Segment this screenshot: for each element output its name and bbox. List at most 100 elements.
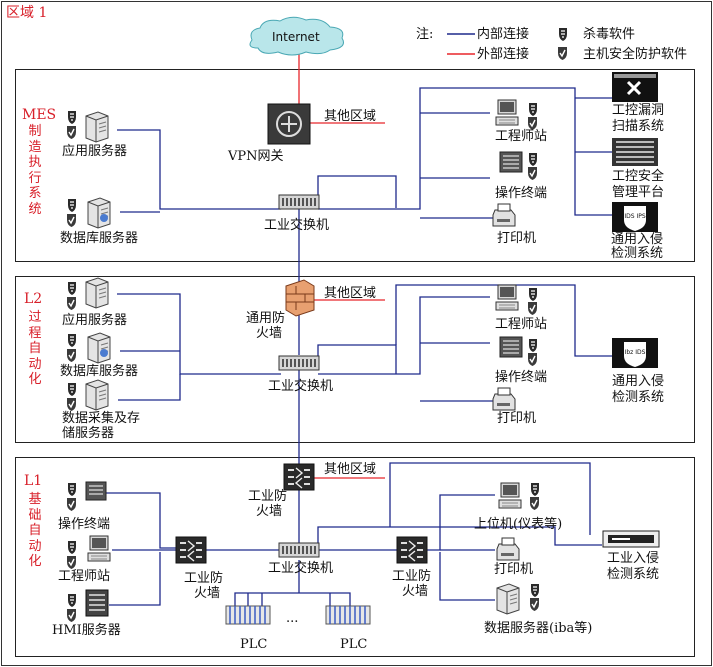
l2-other-zone-label: 其他区域 bbox=[324, 286, 377, 301]
mes-db-server-icon bbox=[87, 197, 111, 229]
antivirus-icon bbox=[67, 382, 77, 397]
antivirus-icon bbox=[67, 198, 77, 213]
l1-fw-left-label-2: 火墙 bbox=[194, 586, 221, 601]
antivirus-icon bbox=[530, 482, 540, 497]
l2-printer-label: 打印机 bbox=[497, 411, 537, 426]
l2-vertical-title: 过程自动化 bbox=[28, 310, 42, 387]
internal-links bbox=[106, 87, 612, 610]
vuln-scan-label-2: 扫描系统 bbox=[612, 119, 665, 134]
mes-app-server-label: 应用服务器 bbox=[62, 144, 128, 159]
vpn-gateway-icon bbox=[267, 103, 311, 145]
vuln-scan-label-1: 工控漏洞 bbox=[612, 103, 665, 118]
l1-op-terminal-label: 操作终端 bbox=[58, 517, 111, 532]
antivirus-icon bbox=[528, 102, 538, 117]
antivirus-icon bbox=[528, 152, 538, 167]
l1-fw-right-label-2: 火墙 bbox=[402, 584, 429, 599]
antivirus-icon bbox=[530, 583, 540, 598]
l2-ids-icon-text: Ibz IDS bbox=[625, 349, 646, 356]
l2-eng-station-icon bbox=[495, 284, 519, 311]
plc-icon bbox=[325, 605, 371, 625]
l2-section-box bbox=[15, 276, 695, 443]
mes-ids-label-2: 检测系统 bbox=[611, 246, 664, 261]
host-security-icon bbox=[527, 301, 538, 316]
host-security-icon bbox=[527, 352, 538, 367]
host-security-icon bbox=[529, 496, 540, 511]
mes-printer-label: 打印机 bbox=[497, 231, 537, 246]
l1-data-server-icon bbox=[496, 583, 520, 615]
legend-antivirus-icon bbox=[558, 27, 568, 42]
l1-eng-station-icon bbox=[87, 535, 111, 562]
internet-cloud-icon bbox=[249, 16, 344, 56]
legend-host-security-icon bbox=[557, 46, 568, 61]
antivirus-icon bbox=[528, 338, 538, 353]
legend-external-label: 外部连接 bbox=[477, 47, 530, 62]
l1-fw-top-label-1: 工业防 bbox=[248, 489, 288, 504]
security-mgmt-platform-icon bbox=[612, 138, 658, 166]
l2-ids-label-2: 检测系统 bbox=[612, 390, 665, 405]
l2-ids-label-1: 通用入侵 bbox=[612, 374, 665, 389]
mgmt-platform-label-1: 工控安全 bbox=[612, 169, 665, 184]
l1-industrial-firewall-top-icon bbox=[283, 463, 315, 491]
host-security-icon bbox=[66, 125, 77, 140]
plc-ellipsis: ... bbox=[286, 611, 299, 626]
l1-upper-pc-label: 上位机(仪表等) bbox=[474, 517, 563, 532]
l2-op-terminal-icon bbox=[499, 336, 523, 358]
l1-industrial-firewall-left-icon bbox=[175, 536, 207, 564]
mes-switch-icon bbox=[278, 194, 320, 210]
legend-note-label: 注: bbox=[416, 27, 434, 42]
l1-printer-icon bbox=[496, 537, 520, 561]
l1-industrial-ids-icon bbox=[602, 530, 660, 548]
plc-icon bbox=[225, 605, 271, 625]
l1-fw-left-label-1: 工业防 bbox=[184, 571, 224, 586]
l1-switch-label: 工业交换机 bbox=[268, 561, 334, 576]
l2-op-terminal-label: 操作终端 bbox=[495, 370, 548, 385]
legend-antivirus-label: 杀毒软件 bbox=[583, 27, 636, 42]
host-security-icon bbox=[66, 296, 77, 311]
host-security-icon bbox=[66, 555, 77, 570]
host-security-icon bbox=[66, 397, 77, 412]
l2-title: L2 bbox=[24, 291, 43, 307]
l1-switch-icon bbox=[278, 542, 320, 558]
host-security-icon bbox=[66, 348, 77, 363]
mes-op-terminal-label: 操作终端 bbox=[495, 186, 548, 201]
mes-op-terminal-icon bbox=[499, 151, 523, 173]
antivirus-icon bbox=[67, 281, 77, 296]
l1-printer-label: 打印机 bbox=[494, 562, 534, 577]
l1-upper-pc-icon bbox=[498, 482, 522, 509]
l1-op-terminal-icon bbox=[85, 481, 107, 501]
mes-vertical-title: 制造执行系统 bbox=[28, 124, 42, 217]
l1-fw-top-label-2: 火墙 bbox=[256, 504, 283, 519]
l2-ids-icon: Ibz IDS bbox=[612, 338, 658, 368]
l1-other-zone-label: 其他区域 bbox=[324, 462, 377, 477]
plc-label-right: PLC bbox=[340, 637, 368, 652]
l1-section-box bbox=[15, 457, 695, 657]
l2-daq-label-2: 储服务器 bbox=[62, 426, 115, 441]
host-security-icon bbox=[66, 497, 77, 512]
host-security-icon bbox=[66, 608, 77, 623]
antivirus-icon bbox=[67, 482, 77, 497]
l1-hmi-label: HMI服务器 bbox=[52, 623, 121, 638]
mes-ids-icon: IDS IPS bbox=[612, 202, 658, 232]
l1-ids-label-2: 检测系统 bbox=[607, 567, 660, 582]
external-links bbox=[298, 50, 385, 479]
l2-daq-server-icon bbox=[85, 379, 109, 411]
l1-vertical-title: 基础自动化 bbox=[28, 492, 42, 569]
legend-internal-label: 内部连接 bbox=[477, 27, 530, 42]
l2-app-server-icon bbox=[85, 277, 109, 309]
host-security-icon bbox=[529, 597, 540, 612]
mes-printer-icon bbox=[492, 203, 516, 227]
host-security-icon bbox=[66, 213, 77, 228]
vuln-scanner-icon bbox=[612, 72, 658, 102]
l1-ids-label-1: 工业入侵 bbox=[607, 551, 660, 566]
l1-hmi-server-icon bbox=[85, 589, 109, 617]
db-marker-icon bbox=[100, 349, 108, 357]
db-marker-icon bbox=[100, 214, 108, 222]
l1-fw-right-label-1: 工业防 bbox=[392, 569, 432, 584]
l1-data-server-label: 数据服务器(iba等) bbox=[484, 621, 593, 636]
l2-general-firewall-icon bbox=[285, 279, 315, 317]
mes-other-zone-label: 其他区域 bbox=[324, 109, 377, 124]
l2-firewall-label-2: 火墙 bbox=[256, 326, 283, 341]
mes-section-box bbox=[15, 69, 695, 262]
